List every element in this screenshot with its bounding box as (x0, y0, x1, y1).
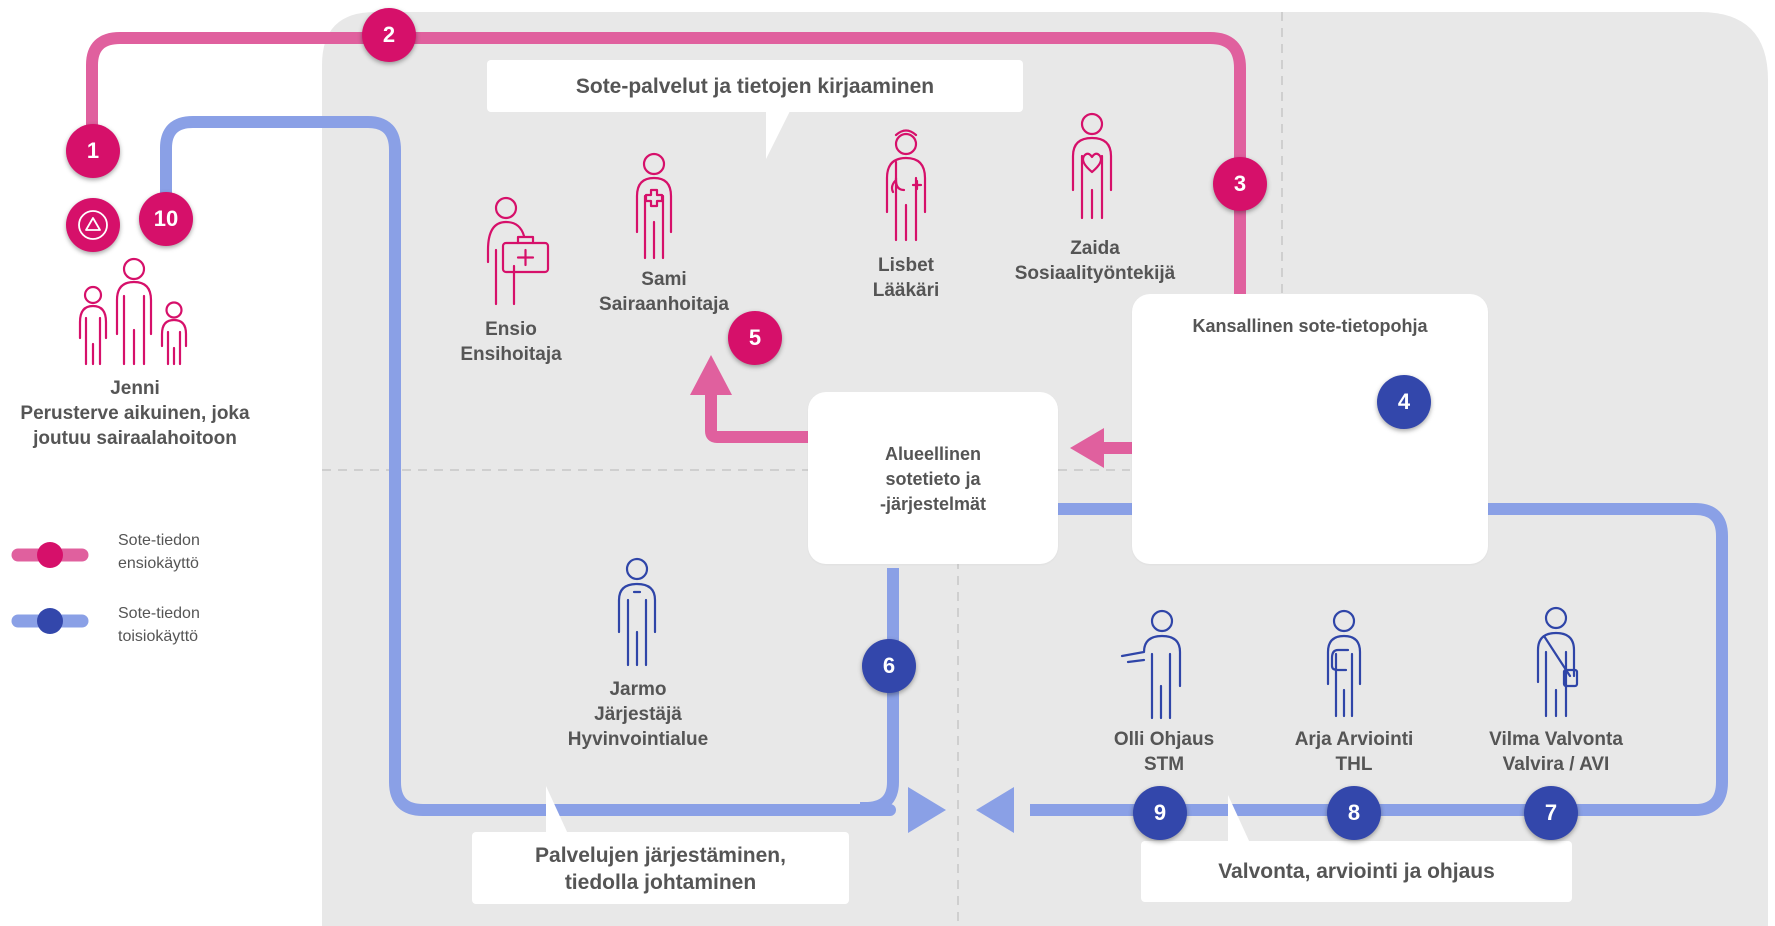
regional-line2: sotetieto ja (885, 469, 981, 489)
secondary-arrowhead-center-left (976, 787, 1014, 833)
persona-olli-name: Olli Ohjaus (1113, 729, 1215, 750)
step-badge-2: 2 (362, 8, 416, 62)
secondary-flow-regional-down (859, 568, 899, 814)
social-worker-icon (1071, 112, 1113, 220)
doctor-icon (885, 129, 927, 242)
regional-line1: Alueellinen (884, 444, 982, 464)
legend-primary-swatch (11, 542, 89, 568)
primary-flow-line (86, 32, 1246, 306)
step-badge-6: 6 (862, 639, 916, 693)
step-badge-4: 4 (1377, 375, 1431, 429)
persona-jarmo-role: Järjestäjä (594, 704, 682, 725)
secondary-arrowhead-center-right (908, 787, 946, 833)
nurse-icon (635, 152, 673, 260)
regional-line3: -järjestelmät (879, 494, 987, 514)
speech-bubble-sote-services-tail (766, 111, 790, 159)
organizer-icon (617, 557, 657, 667)
speech-bubble-supervision-tail (1228, 795, 1250, 843)
speech-bubble-supervision: Valvonta, arviointi ja ohjaus (1141, 841, 1572, 902)
persona-zaida-role: Sosiaalityöntekijä (1014, 263, 1176, 284)
persona-ensio-name: Ensio (485, 319, 537, 340)
persona-sami-role: Sairaanhoitaja (599, 294, 729, 315)
national-data-title: Kansallinen sote-tietopohja (1192, 316, 1428, 336)
primary-arrowhead-regional (1070, 428, 1104, 468)
step-badge-5: 5 (728, 311, 782, 365)
persona-olli-org: STM (1143, 754, 1185, 775)
legend-primary-line2: ensiokäyttö (118, 555, 199, 572)
persona-sami-name: Sami (641, 269, 687, 290)
secondary-flow-left-loop (160, 116, 896, 816)
speech-bubble-sote-services-text: Sote-palvelut ja tietojen kirjaaminen (575, 75, 935, 98)
speech-bubble-organizing-line2: tiedolla johtaminen (564, 871, 757, 894)
persona-arja-org: THL (1335, 754, 1373, 775)
patient-description-line1: Perusterve aikuinen, joka (20, 403, 250, 424)
persona-jarmo-name: Jarmo (609, 679, 667, 700)
persona-vilma-name: Vilma Valvonta (1489, 729, 1623, 750)
alert-icon (66, 198, 120, 252)
family-icon (78, 257, 188, 366)
patient-description-line2: joutuu sairaalahoitoon (33, 428, 237, 449)
step-badge-7: 7 (1524, 786, 1578, 840)
supervisor-icon (1536, 606, 1579, 718)
persona-zaida-name: Zaida (1070, 238, 1120, 259)
primary-flow-to-services (705, 395, 808, 443)
legend-secondary-line1: Sote-tiedon (118, 605, 200, 622)
persona-ensio-role: Ensihoitaja (460, 344, 562, 365)
step-badge-10: 10 (139, 192, 193, 246)
paramedic-icon (486, 196, 550, 306)
national-data-box: Kansallinen sote-tietopohja (1132, 294, 1488, 564)
step-badge-3: 3 (1213, 157, 1267, 211)
legend-secondary-line2: toisiokäyttö (118, 628, 199, 645)
persona-lisbet-name: Lisbet (878, 255, 934, 276)
legend-secondary-swatch (11, 608, 89, 634)
step-badge-9: 9 (1133, 786, 1187, 840)
persona-jarmo-org: Hyvinvointialue (567, 729, 709, 750)
speech-bubble-organizing: Palvelujen järjestäminen, tiedolla johta… (472, 832, 849, 904)
primary-arrowhead-services (690, 355, 732, 395)
persona-arja-name: Arja Arviointi (1294, 729, 1414, 750)
secondary-flow-right-loop (1030, 503, 1728, 816)
persona-vilma-org: Valvira / AVI (1502, 754, 1610, 775)
speech-bubble-organizing-line1: Palvelujen järjestäminen, (535, 844, 786, 867)
persona-lisbet-role: Lääkäri (872, 280, 940, 301)
speech-bubble-sote-services: Sote-palvelut ja tietojen kirjaaminen (487, 60, 1023, 112)
step-badge-1: 1 (66, 124, 120, 178)
step-badge-8: 8 (1327, 786, 1381, 840)
speech-bubble-supervision-text: Valvonta, arviointi ja ohjaus (1218, 860, 1495, 883)
patient-name: Jenni (110, 378, 160, 399)
legend-primary-line1: Sote-tiedon (118, 532, 200, 549)
speech-bubble-organizing-tail (546, 786, 568, 834)
pointing-person-icon (1120, 609, 1182, 720)
regional-system-box: Alueellinen sotetieto ja -järjestelmät (808, 392, 1058, 564)
evaluator-icon (1326, 609, 1362, 718)
